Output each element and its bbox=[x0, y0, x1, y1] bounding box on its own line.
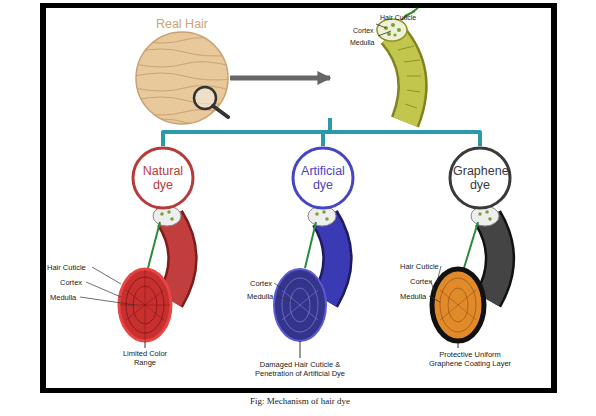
natural-dye-hair-part bbox=[170, 217, 174, 221]
flow-arrow bbox=[230, 76, 330, 81]
frame bbox=[40, 3, 557, 393]
graphene-dye-hair-part bbox=[488, 218, 500, 300]
wood-grain bbox=[134, 62, 230, 67]
natural-dye-hair-part bbox=[119, 269, 171, 341]
graphene-dye-hair-part bbox=[464, 222, 478, 268]
artificial-dye-hair-part bbox=[305, 222, 316, 268]
part-name: Cortex bbox=[250, 279, 272, 288]
wood-grain bbox=[134, 86, 230, 91]
hair-strand-top-part bbox=[397, 28, 401, 32]
wood-grain bbox=[134, 110, 230, 115]
part-name: Cortex bbox=[353, 27, 374, 35]
graphene-dye-hair-part bbox=[458, 343, 459, 348]
natural-dye-hair-part bbox=[120, 270, 170, 340]
hair-strand-top-part bbox=[391, 23, 395, 27]
frame-part bbox=[40, 3, 557, 393]
natural-dye-hair bbox=[80, 206, 183, 348]
part-name: Cortex bbox=[60, 278, 82, 287]
branch-bracket bbox=[330, 118, 480, 146]
natural-dye-hair-part bbox=[148, 222, 160, 268]
natural-dye-hair-part bbox=[170, 218, 183, 300]
natural-dye-hair-part bbox=[80, 267, 135, 305]
sample-heading: Real Hair bbox=[134, 18, 230, 32]
wood-grain bbox=[134, 38, 230, 43]
part-name: Hair Cuticle bbox=[400, 262, 439, 271]
part-name: Medulla bbox=[400, 292, 426, 301]
artificial-dye-hair-part bbox=[315, 212, 319, 216]
artificial-dye-hair-part bbox=[325, 218, 338, 300]
real-hair-sample: Real Hair bbox=[134, 18, 230, 126]
artificial-dye-hair-part bbox=[322, 210, 326, 214]
graphene-dye-hair-part bbox=[478, 212, 482, 216]
hair-strand-top-part bbox=[377, 19, 407, 41]
graphene-dye-hair bbox=[429, 206, 500, 348]
graphene-dye-hair-part bbox=[440, 278, 476, 332]
part-name: Medulla bbox=[247, 292, 273, 301]
graphene-dye-hair-part bbox=[485, 210, 489, 214]
hair-strand-top bbox=[376, 8, 421, 122]
natural-dye-hair-part bbox=[160, 212, 164, 216]
figure-caption: Fig: Mechanism of hair dye bbox=[250, 396, 350, 406]
natural-dye-hair-part bbox=[145, 341, 146, 348]
wood-grain bbox=[134, 49, 230, 56]
natural-dye-hair-part bbox=[167, 210, 171, 214]
graphene-dye-hair-part bbox=[488, 217, 492, 221]
wood-grain bbox=[134, 119, 230, 126]
dye-circle: Artificial dye bbox=[291, 146, 355, 210]
artificial-dye-hair-part bbox=[274, 283, 294, 302]
part-name: Medulla bbox=[50, 293, 76, 302]
hair-structure: Hair CuticleCortexMedulla bbox=[330, 8, 475, 118]
graphene-dye-hair-part bbox=[432, 269, 484, 341]
part-name: Medulla bbox=[350, 39, 375, 47]
part-name: Hair Cuticle bbox=[380, 14, 416, 22]
hair-strand-top-part bbox=[398, 46, 421, 108]
artificial-dye-hair-part bbox=[325, 217, 329, 221]
dye-name: Natural dye bbox=[136, 164, 190, 193]
hair-strand-top-part bbox=[376, 24, 391, 36]
wood-grain bbox=[134, 73, 230, 80]
artificial-dye-hair-part bbox=[300, 341, 301, 358]
dye-name: Graphene dye bbox=[453, 164, 507, 193]
dye-circle: Graphene dye bbox=[448, 146, 512, 210]
frame-part bbox=[46, 8, 551, 388]
graphene-dye-hair-part bbox=[440, 290, 476, 320]
circle-outline bbox=[133, 148, 193, 208]
part-name: Cortex bbox=[410, 277, 432, 286]
wood-disc bbox=[134, 18, 230, 126]
part-name: Hair Cuticle bbox=[47, 263, 86, 272]
circle-outline bbox=[450, 148, 510, 208]
dye-circle: Natural dye bbox=[131, 146, 195, 210]
result-note: Damaged Hair Cuticle & Penetration of Ar… bbox=[244, 360, 356, 379]
magnifier-handle bbox=[213, 106, 228, 117]
artificial-dye-hair-part bbox=[325, 218, 338, 300]
result-note: Limited Color Range bbox=[115, 349, 175, 368]
hair-strand-top-part bbox=[393, 33, 396, 36]
result-note: Protective Uniform Graphene Coating Laye… bbox=[425, 350, 515, 369]
artificial-dye-hair-part bbox=[282, 278, 318, 332]
artificial-dye-hair-part bbox=[282, 290, 318, 320]
artificial-dye-hair bbox=[274, 206, 338, 358]
graphene-dye-hair-part bbox=[488, 218, 500, 300]
dye-name: Artificial dye bbox=[296, 164, 350, 193]
circle-outline bbox=[293, 148, 353, 208]
artificial-dye-hair-part bbox=[274, 269, 326, 341]
natural-dye-hair-part bbox=[170, 218, 183, 300]
